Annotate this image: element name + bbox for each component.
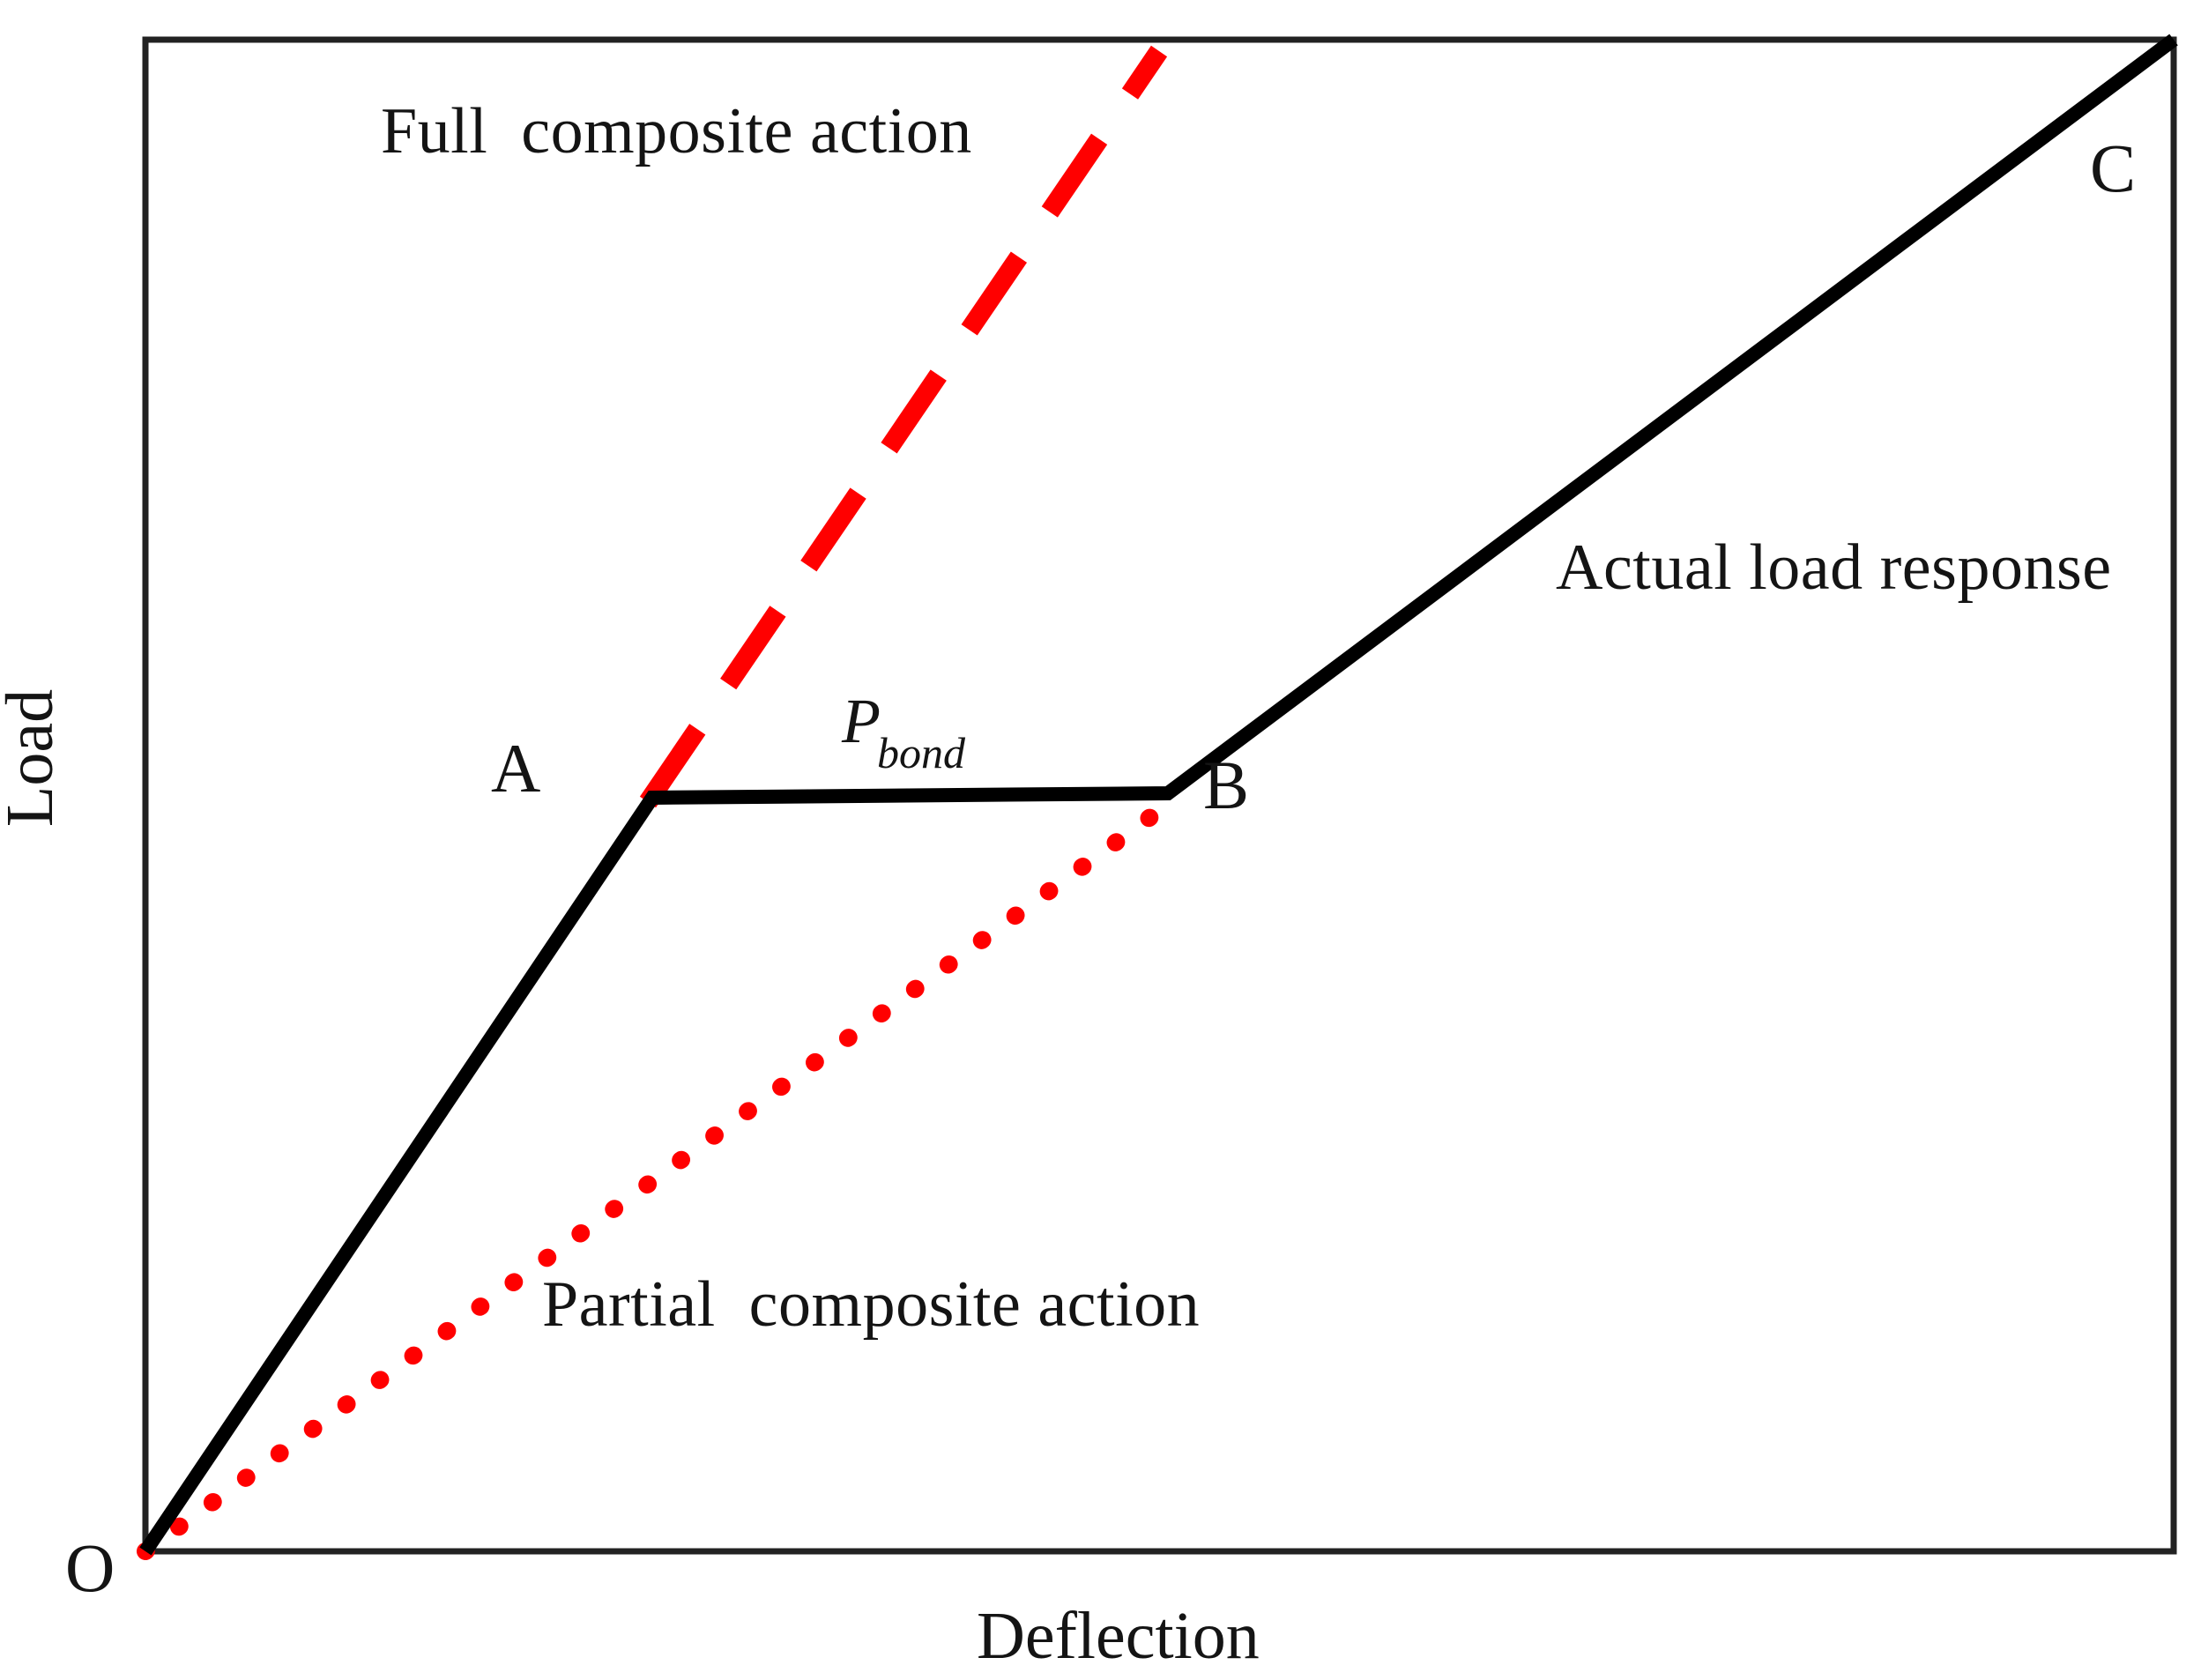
pbond-subscript: bond	[876, 728, 965, 778]
annotation-actual-load-response: Actual load response	[1556, 532, 2112, 604]
full-composite-line	[639, 45, 1168, 808]
y-axis-title: Load	[0, 688, 67, 828]
origin-label-o: O	[65, 1529, 115, 1606]
pbond-base: P	[842, 686, 881, 756]
point-label-c: C	[2090, 130, 2137, 206]
partial-composite-line	[137, 794, 1179, 1560]
annotation-partial-composite-action: Partial composite action	[542, 1268, 1201, 1341]
annotation-full-composite-action: Full composite action	[381, 95, 972, 167]
point-label-a: A	[491, 730, 541, 807]
plot-frame	[142, 36, 2177, 1555]
annotation-pbond-label: Pbond	[842, 686, 969, 775]
actual-load-response-line	[139, 33, 2178, 1556]
x-axis-title: Deflection	[977, 1599, 1260, 1673]
point-label-b: B	[1203, 747, 1250, 823]
